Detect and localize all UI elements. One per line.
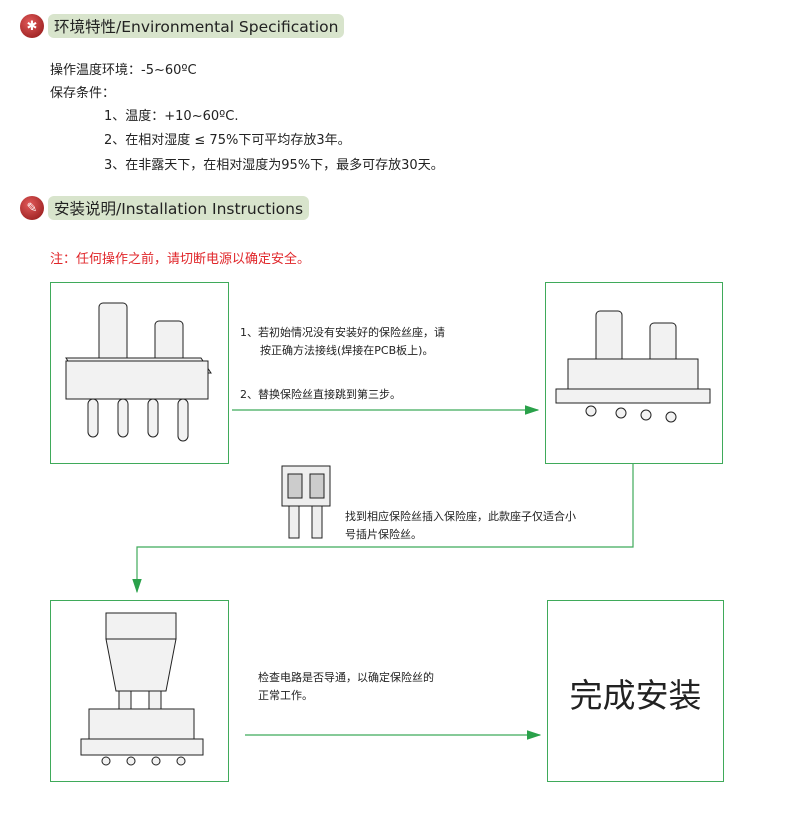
blade-fuse-illustration (281, 465, 331, 539)
fuse-holder-image (50, 282, 229, 464)
complete-label: 完成安装 (569, 676, 702, 715)
section-title: 安装说明/Installation Instructions (48, 196, 310, 220)
storage-item: 1、温度：+10~60ºC. (104, 109, 239, 124)
step4-text: 检查电路是否导通，以确定保险丝的 (258, 671, 434, 684)
step3-text: 找到相应保险丝插入保险座，此款座子仅适合小 (345, 510, 576, 523)
step1-text-cont: 按正确方法接线(焊接在PCB板上)。 (260, 344, 434, 357)
step4-text-cont: 正常工作。 (258, 689, 313, 702)
safety-warning: 注：任何操作之前，请切断电源以确定安全。 (50, 252, 311, 267)
installed-fuse-image (50, 600, 229, 782)
step2-text: 2、替换保险丝直接跳到第三步。 (240, 388, 401, 401)
storage-label: 保存条件： (50, 86, 116, 101)
storage-item: 2、在相对湿度 ≤ 75%下可平均存放3年。 (104, 133, 351, 148)
operating-temp: 操作温度环境：-5~60ºC (50, 63, 197, 78)
arrow-step3 (132, 463, 634, 594)
section-title: 环境特性/Environmental Specification (48, 14, 345, 38)
section-header-environmental: ✱ 环境特性/Environmental Specification (20, 14, 345, 38)
section-header-installation: ✎ 安装说明/Installation Instructions (20, 196, 310, 220)
section-icon: ✱ (20, 14, 44, 38)
step3-text-cont: 号插片保险丝。 (345, 528, 422, 541)
installation-complete-box: 完成安装 (547, 600, 724, 782)
storage-item: 3、在非露天下，在相对湿度为95%下，最多可存放30天。 (104, 158, 444, 173)
soldered-holder-image (545, 282, 723, 464)
step1-text: 1、若初始情况没有安装好的保险丝座，请 (240, 326, 445, 339)
tools-icon: ✎ (20, 196, 44, 220)
